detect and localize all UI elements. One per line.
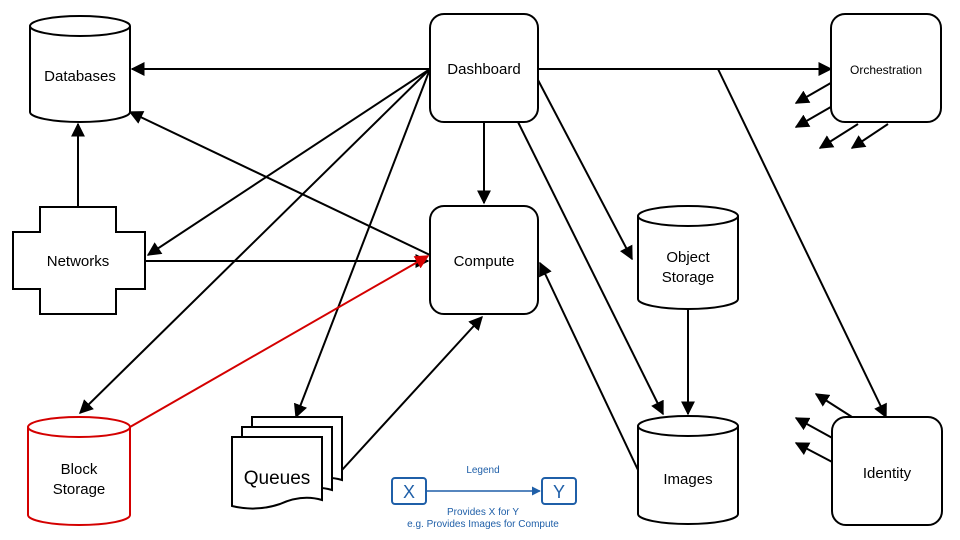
edge-compute-databases xyxy=(128,111,431,256)
orchestration-node[interactable]: Orchestration xyxy=(830,13,942,123)
databases-node[interactable]: Databases xyxy=(29,15,131,123)
networks-node[interactable]: Networks xyxy=(12,206,146,315)
legend-x-label: X xyxy=(403,482,415,502)
edge-orchestration-stub-3 xyxy=(818,123,859,149)
edge-dashboard-images xyxy=(517,121,664,416)
edge-dashboard-queues xyxy=(293,68,431,419)
edge-identity-stub-3 xyxy=(794,442,837,465)
compute-node[interactable]: Compute xyxy=(429,205,539,315)
edge-dashboard-identity xyxy=(717,68,887,419)
compute-label: Compute xyxy=(454,253,515,270)
legend-line1: Provides X for Y xyxy=(447,507,519,518)
legend-y-box xyxy=(541,477,577,505)
edge-images-compute xyxy=(539,261,639,471)
object-storage-label-line2: Storage xyxy=(662,269,715,286)
edge-queues-compute xyxy=(341,315,483,471)
object-storage-node[interactable]: Object Storage xyxy=(637,205,739,310)
dashboard-node[interactable]: Dashboard xyxy=(429,13,539,123)
edge-dashboard-networks xyxy=(146,68,431,256)
edge-dashboard-object-storage xyxy=(537,79,633,261)
edge-dashboard-block-storage xyxy=(79,68,431,414)
legend-title: Legend xyxy=(466,465,499,476)
dashboard-label: Dashboard xyxy=(447,61,520,78)
edge-identity-stub-1 xyxy=(814,393,853,418)
queues-label: Queues xyxy=(244,468,311,489)
edge-orchestration-stub-4 xyxy=(850,123,889,149)
edge-orchestration-stub-1 xyxy=(794,79,837,104)
identity-label: Identity xyxy=(863,465,912,482)
legend-y-label: Y xyxy=(553,482,565,502)
block-storage-node[interactable]: Block Storage xyxy=(27,416,131,526)
block-storage-label-line1: Block xyxy=(61,461,98,478)
queues-node[interactable]: Queues xyxy=(231,416,343,510)
networks-label: Networks xyxy=(47,253,110,270)
legend-line2: e.g. Provides Images for Compute xyxy=(407,519,559,530)
legend: Legend X Y Provides X for Y e.g. Provide… xyxy=(391,465,577,530)
orchestration-label: Orchestration xyxy=(850,63,922,77)
images-label: Images xyxy=(663,471,712,488)
edge-identity-stub-2 xyxy=(794,417,837,441)
edge-orchestration-stub-2 xyxy=(794,103,837,128)
edge-block-storage-compute xyxy=(129,255,430,428)
identity-node[interactable]: Identity xyxy=(831,416,943,526)
edges xyxy=(71,62,889,471)
object-storage-label-line1: Object xyxy=(666,249,710,266)
block-storage-label-line2: Storage xyxy=(53,481,106,498)
images-node[interactable]: Images xyxy=(637,415,739,525)
databases-label: Databases xyxy=(44,68,116,85)
